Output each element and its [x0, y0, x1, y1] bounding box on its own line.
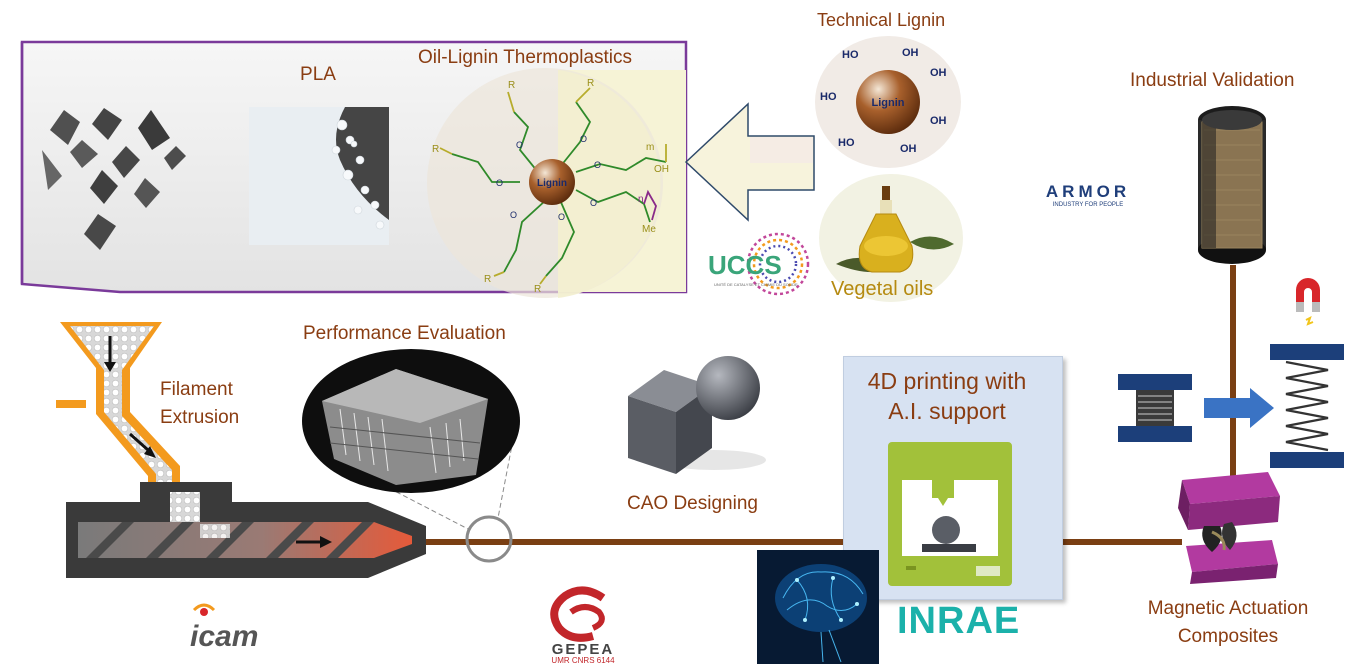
- m-index: m: [646, 142, 654, 153]
- printing-label-line2: A.I. support: [888, 398, 1006, 424]
- industrial-validation-label: Industrial Validation: [1130, 70, 1295, 91]
- ho-1: HO: [842, 49, 859, 61]
- cao-design-image: [628, 356, 766, 474]
- inrae-logo: INRAE: [897, 600, 1021, 642]
- magnetic-label-line1: Magnetic Actuation: [1147, 598, 1309, 619]
- magnetic-composite-image: [1178, 472, 1280, 584]
- 3d-printer-icon: [888, 442, 1012, 586]
- performance-evaluation-label: Performance Evaluation: [303, 323, 506, 344]
- oil-lignin-label: Oil-Lignin Thermoplastics: [418, 47, 633, 68]
- filament-extruder: [56, 322, 426, 578]
- r-group-5: R: [534, 284, 541, 294]
- filament-spool: [1198, 106, 1266, 264]
- ho-2: HO: [820, 91, 837, 103]
- acid-oh: OH: [654, 164, 669, 175]
- methyl-label: Me: [642, 224, 656, 235]
- lignin-core-label: Lignin: [537, 178, 567, 189]
- r-group-3: R: [432, 144, 439, 155]
- technical-lignin-molecule: Lignin HO OH OH HO OH HO OH: [815, 36, 961, 168]
- oil-lignin-molecule: Lignin O O O O O O O R R R R R m OH Me n: [432, 78, 669, 294]
- magnetic-label-line2: Composites: [1177, 626, 1279, 647]
- armor-wordmark: ARMOR: [1045, 182, 1131, 201]
- zoom-ring: [465, 515, 513, 563]
- filament-label-line1: Filament: [160, 379, 233, 400]
- oxygen-6: O: [510, 210, 517, 220]
- armor-logo: ARMOR INDUSTRY FOR PEOPLE: [1030, 183, 1146, 209]
- svg-text:UCCS: UCCS: [708, 250, 782, 280]
- filament-extrusion-label: Filament Extrusion: [160, 376, 239, 432]
- pla-label: PLA: [300, 64, 336, 85]
- oxygen-2: O: [580, 134, 587, 144]
- feed-arrow: [684, 102, 815, 222]
- ho-3: HO: [838, 137, 855, 149]
- uccs-logo: UCCS UNITÉ DE CATALYSE ET CHIMIE DU SOLI…: [708, 232, 810, 296]
- oxygen-3: O: [496, 178, 503, 188]
- ct-scan-image: [302, 349, 520, 493]
- r-group-4: R: [484, 274, 491, 285]
- icam-logo: icam: [190, 603, 258, 652]
- n-index: n: [638, 194, 644, 205]
- icam-wordmark: icam: [190, 620, 258, 652]
- oh-1: OH: [902, 47, 919, 59]
- extended-spring-icon: [1270, 344, 1344, 468]
- technical-lignin-core: Lignin: [872, 97, 905, 109]
- cao-designing-label: CAO Designing: [627, 493, 758, 514]
- compressed-sample-icon: [1118, 374, 1192, 442]
- gepea-wordmark: GEPEA: [552, 641, 615, 658]
- ai-brain-image: [757, 550, 879, 664]
- gepea-sub: UMR CNRS 6144: [551, 656, 615, 664]
- oh-3: OH: [930, 115, 947, 127]
- oh-4: OH: [900, 143, 917, 155]
- 4d-printing-label: 4D printing with A.I. support: [843, 366, 1051, 426]
- vegetal-oils-image: [819, 174, 963, 302]
- oxygen-1: O: [516, 140, 523, 150]
- gepea-logo: GEPEA UMR CNRS 6144: [550, 586, 615, 664]
- magnetic-actuation-icons: [1118, 278, 1344, 468]
- technical-lignin-label: Technical Lignin: [817, 10, 946, 30]
- metal-particles-image: [42, 108, 186, 250]
- oh-2: OH: [930, 67, 947, 79]
- r-group-2: R: [587, 78, 594, 89]
- oxygen-4: O: [594, 160, 601, 170]
- filament-label-line2: Extrusion: [160, 407, 240, 428]
- r-group-1: R: [508, 80, 515, 91]
- oxygen-7: O: [558, 212, 565, 222]
- armor-tagline: INDUSTRY FOR PEOPLE: [1052, 202, 1124, 208]
- printing-label-line1: 4D printing with: [867, 368, 1027, 394]
- magnet-icon: [1296, 278, 1320, 326]
- oxygen-5: O: [590, 198, 597, 208]
- actuation-arrow: [1204, 388, 1274, 428]
- vegetal-oils-label: Vegetal oils: [831, 278, 934, 300]
- zoom-line-2: [497, 439, 514, 519]
- magnetic-actuation-label: Magnetic Actuation Composites: [1128, 595, 1328, 651]
- uccs-sub: UNITÉ DE CATALYSE ET CHIMIE DU SOLIDE: [714, 282, 798, 287]
